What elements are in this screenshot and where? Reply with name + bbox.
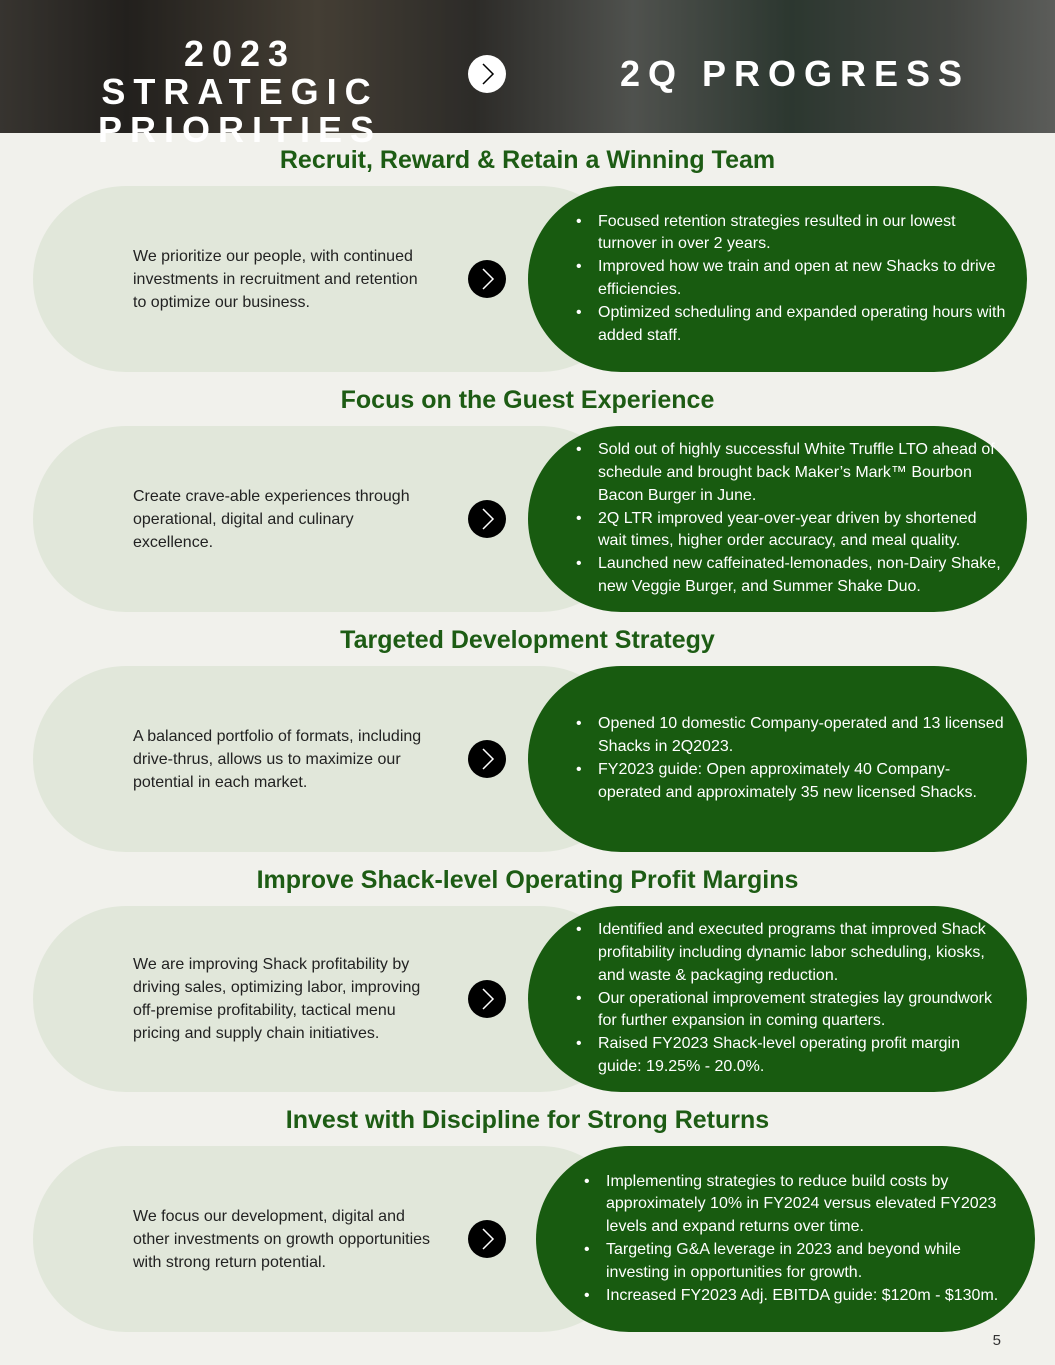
chevron-right-icon bbox=[468, 980, 506, 1018]
progress-list: Identified and executed programs that im… bbox=[528, 919, 1027, 1079]
progress-pill: Identified and executed programs that im… bbox=[528, 906, 1027, 1092]
chevron-right-icon bbox=[468, 260, 506, 298]
progress-pill: Opened 10 domestic Company-operated and … bbox=[528, 666, 1027, 852]
progress-bullet: Targeting G&A leverage in 2023 and beyon… bbox=[584, 1239, 1015, 1285]
progress-bullet: Optimized scheduling and expanded operat… bbox=[576, 302, 1007, 348]
progress-pill: Focused retention strategies resulted in… bbox=[528, 186, 1027, 372]
priority-text: We focus our development, digital and ot… bbox=[133, 1207, 431, 1271]
priority-pill: A balanced portfolio of formats, includi… bbox=[33, 666, 633, 852]
progress-bullet: Focused retention strategies resulted in… bbox=[576, 211, 1007, 257]
progress-bullet: 2Q LTR improved year-over-year driven by… bbox=[576, 508, 1007, 554]
progress-bullet: Improved how we train and open at new Sh… bbox=[576, 256, 1007, 302]
priority-pill: We focus our development, digital and ot… bbox=[33, 1146, 633, 1332]
chevron-right-icon bbox=[468, 500, 506, 538]
progress-pill: Sold out of highly successful White Truf… bbox=[528, 426, 1027, 612]
priority-section: Recruit, Reward & Retain a Winning Team … bbox=[0, 146, 1055, 376]
priority-section: Improve Shack-level Operating Profit Mar… bbox=[0, 866, 1055, 1096]
progress-bullet: Identified and executed programs that im… bbox=[576, 919, 1007, 987]
progress-bullet: FY2023 guide: Open approximately 40 Comp… bbox=[576, 759, 1007, 805]
chevron-right-icon bbox=[468, 55, 506, 93]
progress-bullet: Increased FY2023 Adj. EBITDA guide: $120… bbox=[584, 1285, 1015, 1308]
priority-text: We are improving Shack profitability by … bbox=[133, 956, 421, 1042]
section-title: Improve Shack-level Operating Profit Mar… bbox=[256, 866, 799, 894]
progress-bullet: Implementing strategies to reduce build … bbox=[584, 1171, 1015, 1239]
page-number: 5 bbox=[992, 1332, 1001, 1349]
priority-section: Invest with Discipline for Strong Return… bbox=[0, 1106, 1055, 1336]
section-title: Invest with Discipline for Strong Return… bbox=[285, 1106, 770, 1134]
progress-bullet: Our operational improvement strategies l… bbox=[576, 988, 1007, 1034]
priority-text: Create crave-able experiences through op… bbox=[133, 487, 410, 551]
section-title: Focus on the Guest Experience bbox=[340, 386, 715, 414]
progress-bullet: Launched new caffeinated-lemonades, non-… bbox=[576, 553, 1007, 599]
section-title: Recruit, Reward & Retain a Winning Team bbox=[279, 146, 776, 174]
section-title: Targeted Development Strategy bbox=[340, 626, 715, 654]
progress-pill: Implementing strategies to reduce build … bbox=[536, 1146, 1035, 1332]
progress-list: Sold out of highly successful White Truf… bbox=[528, 439, 1027, 599]
progress-bullet: Opened 10 domestic Company-operated and … bbox=[576, 713, 1007, 759]
chevron-right-icon bbox=[468, 1220, 506, 1258]
priority-pill: Create crave-able experiences through op… bbox=[33, 426, 633, 612]
progress-heading: 2Q PROGRESS bbox=[620, 53, 971, 94]
progress-bullet: Raised FY2023 Shack-level operating prof… bbox=[576, 1033, 1007, 1079]
priority-section: Targeted Development Strategy A balanced… bbox=[0, 626, 1055, 856]
priority-text: We prioritize our people, with continued… bbox=[133, 247, 418, 311]
progress-bullet: Sold out of highly successful White Truf… bbox=[576, 439, 1007, 507]
progress-list: Focused retention strategies resulted in… bbox=[528, 211, 1027, 348]
progress-list: Opened 10 domestic Company-operated and … bbox=[528, 713, 1027, 804]
progress-list: Implementing strategies to reduce build … bbox=[536, 1171, 1035, 1308]
chevron-right-icon bbox=[468, 740, 506, 778]
priority-text: A balanced portfolio of formats, includi… bbox=[133, 727, 422, 791]
priority-section: Focus on the Guest Experience Create cra… bbox=[0, 386, 1055, 616]
